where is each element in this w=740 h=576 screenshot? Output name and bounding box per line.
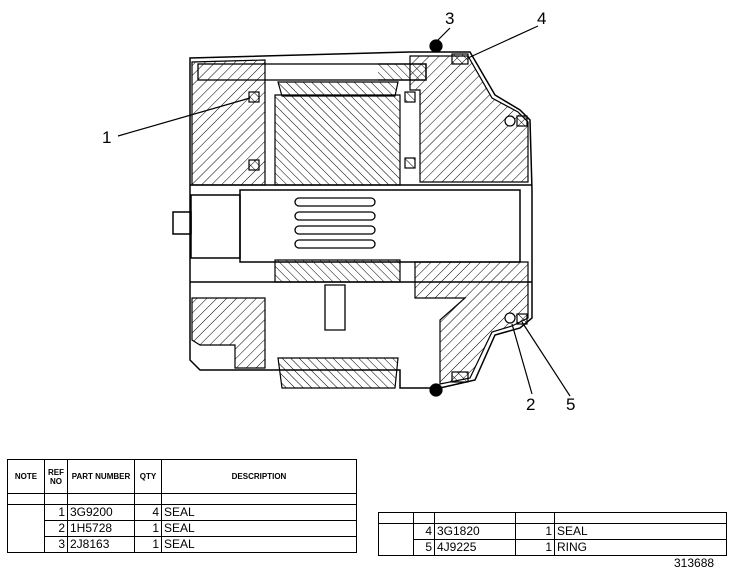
part-cell: 1H5728 <box>67 520 135 537</box>
desc-cell: SEAL <box>161 536 357 553</box>
part-cell: 3G9200 <box>67 504 135 521</box>
desc-cell: RING <box>554 539 727 556</box>
ref-cell: 5 <box>413 539 435 556</box>
left-housing-lower <box>191 297 266 369</box>
header-part-number: PART NUMBER <box>67 459 135 494</box>
right-cover-upper <box>409 55 529 183</box>
part-cell: 3G1820 <box>434 523 516 540</box>
part-cell: 4J9225 <box>434 539 516 556</box>
header-ref-no: REF NO <box>44 459 68 494</box>
desc-cell: SEAL <box>161 504 357 521</box>
callout-4: 4 <box>537 9 546 28</box>
qty-cell: 1 <box>134 536 162 553</box>
table-row: 5 4J9225 1 RING <box>379 539 727 556</box>
drawing-number: 313688 <box>674 556 715 570</box>
right-cover-lower <box>414 261 529 385</box>
table-row: 3 2J8163 1 SEAL <box>8 536 357 553</box>
table-row: 4 3G1820 1 SEAL <box>378 523 727 556</box>
callout-2: 2 <box>526 395 535 414</box>
ref-cell: 3 <box>44 536 68 553</box>
table-row <box>7 493 357 505</box>
table-header-row: NOTE REF NO PART NUMBER QTY DESCRIPTION <box>7 459 357 494</box>
header-note: NOTE <box>7 459 45 494</box>
ref-cell: 4 <box>413 523 435 540</box>
callout-5: 5 <box>566 395 575 414</box>
qty-cell: 4 <box>134 504 162 521</box>
leader-lines <box>117 25 571 397</box>
seals <box>248 39 528 397</box>
callout-3: 3 <box>445 9 454 28</box>
cross-section-drawing: 1 2 3 4 5 <box>102 9 575 414</box>
parts-table-left: NOTE REF NO PART NUMBER QTY DESCRIPTION … <box>7 459 357 553</box>
desc-cell: SEAL <box>161 520 357 537</box>
locking-pin <box>324 284 346 331</box>
part-cell: 2J8163 <box>67 536 135 553</box>
qty-cell: 1 <box>134 520 162 537</box>
qty-cell: 1 <box>515 539 555 556</box>
gear-upper <box>274 94 401 186</box>
note-cell <box>378 523 414 556</box>
header-description: DESCRIPTION <box>161 459 357 494</box>
left-housing-upper <box>191 59 266 186</box>
gear-lower <box>274 259 401 283</box>
qty-cell: 1 <box>515 523 555 540</box>
table-row <box>378 512 727 524</box>
note-cell <box>7 504 45 553</box>
shaft <box>172 189 521 263</box>
header-qty: QTY <box>134 459 162 494</box>
gear-bottom <box>277 357 399 389</box>
ref-cell: 2 <box>44 520 68 537</box>
tie-bolt <box>197 63 427 81</box>
desc-cell: SEAL <box>554 523 727 540</box>
parts-table-right: 4 3G1820 1 SEAL 5 4J9225 1 RING <box>378 512 727 556</box>
ref-cell: 1 <box>44 504 68 521</box>
splines <box>294 197 376 249</box>
callout-1: 1 <box>102 128 111 147</box>
table-row: 1 3G9200 4 SEAL <box>7 504 357 553</box>
gear-top <box>277 81 399 97</box>
table-row: 2 1H5728 1 SEAL <box>8 520 357 537</box>
